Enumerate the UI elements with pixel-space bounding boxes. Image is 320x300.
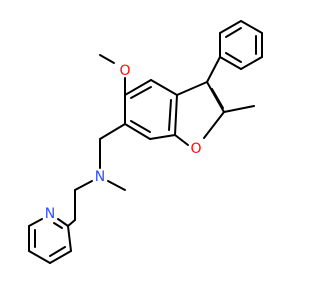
furan-oxygen-label: O bbox=[190, 141, 201, 157]
pyridine-nitrogen-atom: N bbox=[45, 206, 55, 222]
bond-benzo-inner-3 bbox=[168, 99, 172, 131]
bond-c2-o1 bbox=[203, 111, 225, 139]
bond-c3a-c7a bbox=[174, 94, 178, 136]
bond-phenyl-5 bbox=[219, 56, 242, 70]
bond-pyr-c4-c3 bbox=[49, 250, 72, 264]
bond-phenyl-c3 bbox=[206, 56, 221, 83]
bond-o1-c7a bbox=[174, 134, 189, 146]
bond-pyr-inner-3 bbox=[53, 222, 63, 229]
bond-phenyl-2 bbox=[240, 20, 263, 34]
bond-benzo-inner-2 bbox=[130, 120, 151, 133]
bond-pyr-n-c6 bbox=[28, 218, 43, 227]
bond-pyr-c3-c2 bbox=[67, 225, 72, 252]
bond-phenyl-inner-3 bbox=[225, 52, 242, 63]
bond-pyr-c5-c4 bbox=[28, 250, 51, 264]
bond-c6-c7 bbox=[124, 123, 151, 140]
bond-n-methyl bbox=[107, 180, 126, 191]
bond-pyr-c2-n bbox=[57, 218, 69, 227]
bond-n-ch2a bbox=[74, 180, 93, 191]
amine-nitrogen-label: N bbox=[95, 169, 105, 185]
bond-phenyl-1 bbox=[219, 20, 242, 34]
bond-c3a-c4 bbox=[150, 79, 178, 96]
bond-phenyl-4 bbox=[240, 56, 263, 70]
bond-pyr-inner-2 bbox=[49, 246, 66, 257]
furan-oxygen-atom: O bbox=[190, 141, 201, 157]
bond-ch2b-pyr-c2 bbox=[67, 219, 76, 227]
methoxy-oxygen-label: O bbox=[119, 63, 130, 79]
methoxy-oxygen-atom: O bbox=[119, 63, 130, 79]
pyridine-nitrogen-label: N bbox=[45, 206, 55, 222]
atom-labels: O O N N bbox=[45, 63, 202, 222]
bond-c4-c5 bbox=[124, 79, 152, 96]
bonds bbox=[28, 20, 263, 264]
bond-benzo-inner-1 bbox=[130, 86, 152, 99]
bond-c2-methyl bbox=[223, 105, 255, 113]
molecule-structure-diagram: O O N N bbox=[28, 20, 263, 264]
bond-c3-c2-double bbox=[211, 88, 224, 109]
bond-c7-c7a bbox=[149, 134, 176, 140]
bond-phenyl-inner-1 bbox=[225, 27, 242, 38]
amine-nitrogen-atom: N bbox=[95, 169, 105, 185]
bond-c3-c3a bbox=[176, 81, 208, 96]
bond-c6-ch2 bbox=[99, 123, 126, 140]
bond-omethoxy-ch3 bbox=[99, 54, 115, 64]
